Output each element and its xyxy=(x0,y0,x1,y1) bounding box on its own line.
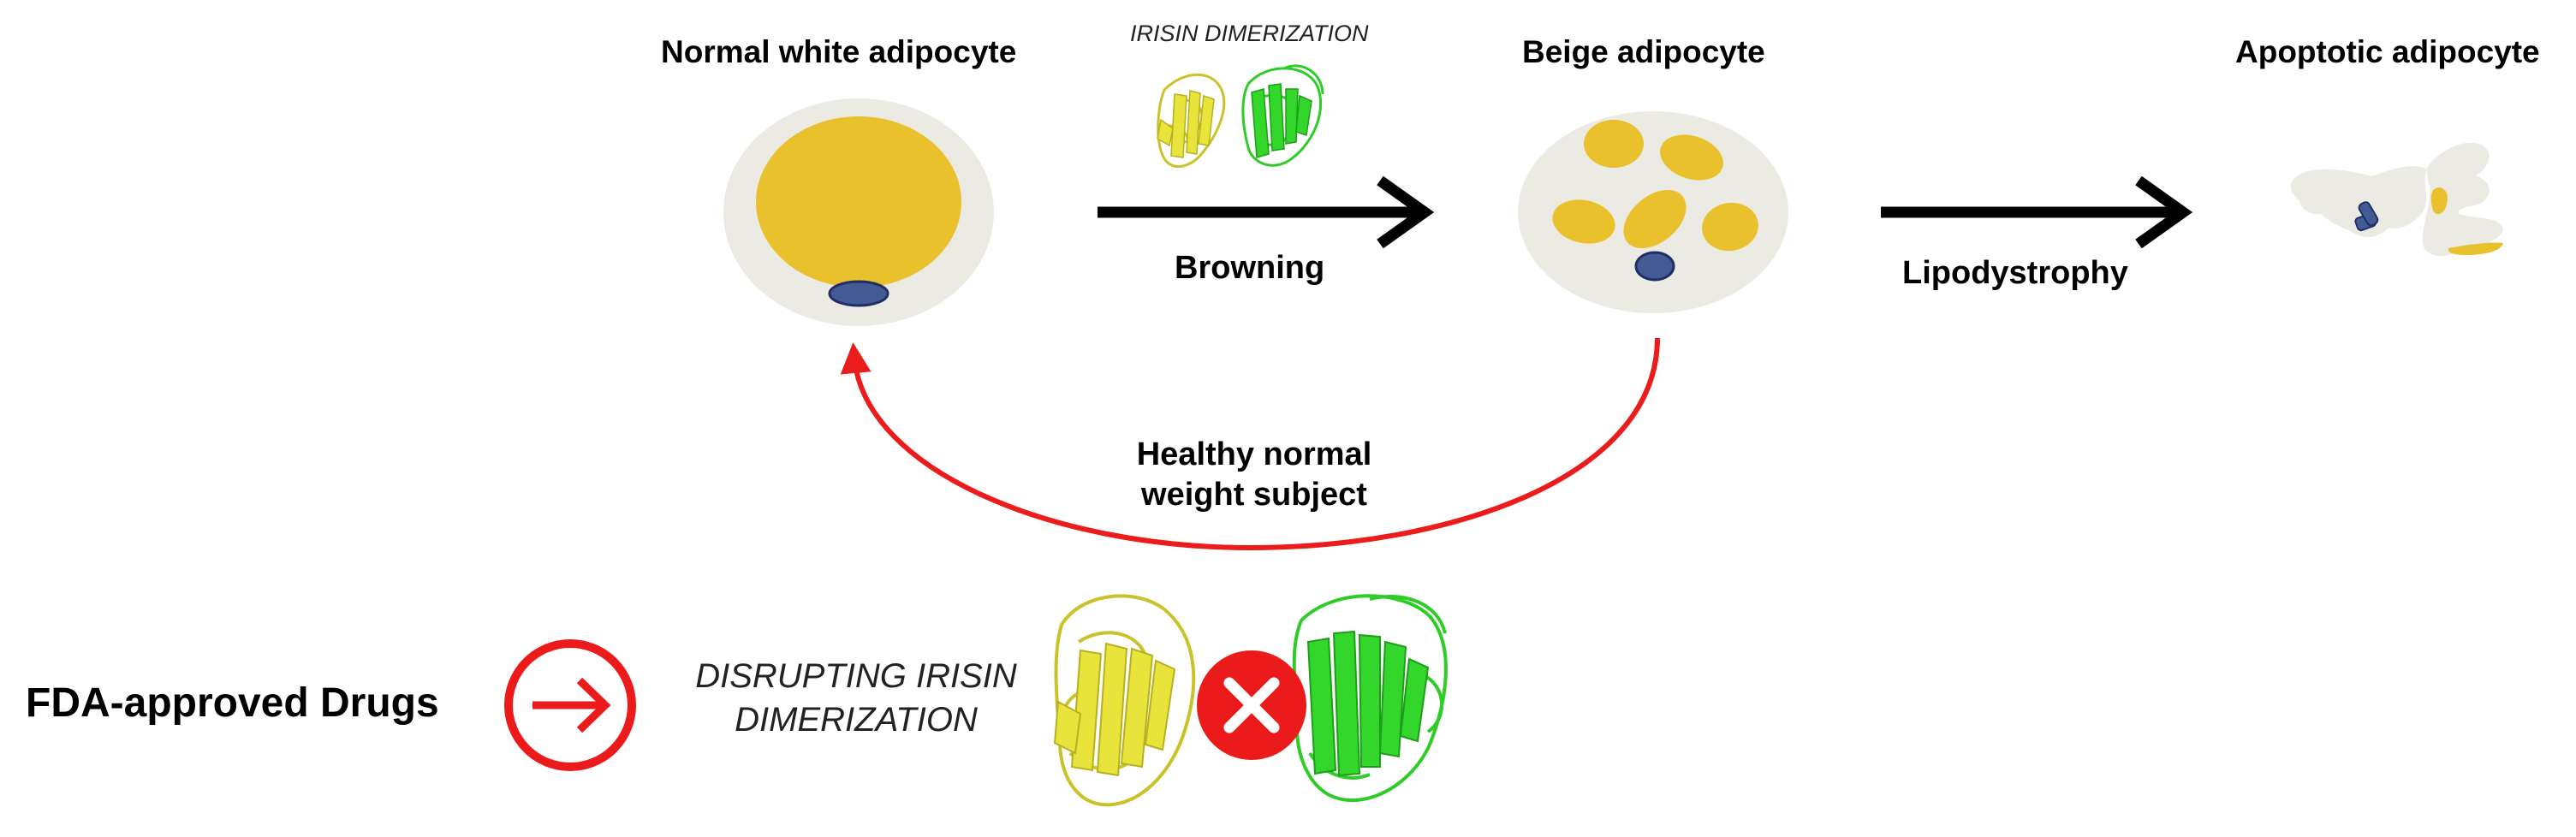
x-circle-icon xyxy=(1197,650,1306,760)
return-label-line1: Healthy normal xyxy=(1136,436,1372,472)
white-adipocyte-title: Normal white adipocyte xyxy=(661,34,1017,69)
circled-right-arrow-icon xyxy=(504,639,636,771)
browning-arrow xyxy=(1098,175,1435,249)
disrupting-label: DISRUPTING IRISIN DIMERIZATION xyxy=(668,657,1044,739)
return-arrow xyxy=(840,337,1660,551)
browning-label: Browning xyxy=(1175,250,1325,286)
disrupting-line1: DISRUPTING IRISIN xyxy=(695,657,1017,695)
beige-lipid-droplet xyxy=(1660,134,1723,181)
white-nucleus xyxy=(828,280,889,307)
lipodystrophy-arrow xyxy=(1881,175,2193,249)
beige-lipid-droplet xyxy=(1623,189,1687,249)
white-adipocyte xyxy=(723,98,994,326)
beige-lipid-droplet xyxy=(1552,199,1615,244)
beige-lipid-droplet xyxy=(1702,202,1758,252)
fda-drugs-label: FDA-approved Drugs xyxy=(26,680,439,726)
beige-nucleus xyxy=(1634,251,1675,282)
apoptotic-adipocyte xyxy=(2290,142,2503,257)
apoptotic-nucleus xyxy=(2354,201,2379,232)
beige-adipocyte xyxy=(1518,111,1788,313)
beige-adipocyte-title: Beige adipocyte xyxy=(1522,34,1765,69)
irisin-dimerization-caption: IRISIN DIMERIZATION xyxy=(1130,21,1369,46)
return-label-line2: weight subject xyxy=(1141,477,1367,513)
disrupting-line2: DIMERIZATION xyxy=(735,701,978,739)
irisin-dimer-small xyxy=(1157,64,1324,169)
apoptotic-adipocyte-title: Apoptotic adipocyte xyxy=(2235,34,2540,69)
white-lipid-droplet xyxy=(756,116,961,288)
return-arrow-label: Healthy normal weight subject xyxy=(1062,436,1447,513)
beige-lipid-droplet xyxy=(1584,120,1644,168)
lipodystrophy-label: Lipodystrophy xyxy=(1902,255,2128,291)
